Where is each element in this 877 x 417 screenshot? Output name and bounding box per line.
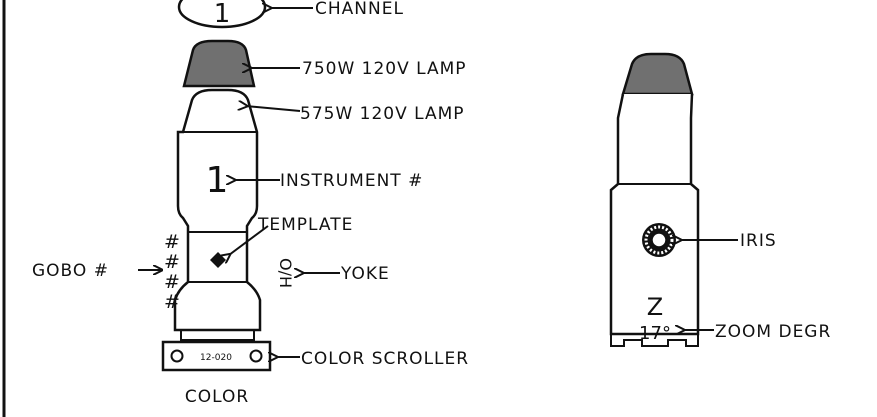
iris-aperture [651,232,667,248]
iris-label: IRIS [740,231,777,251]
channel-label: CHANNEL [315,0,404,19]
gobo-marks: # # # # [164,231,180,313]
gobo-mark: # [164,251,180,273]
lamp-575w-arrow [246,106,301,112]
scroller-bracket [180,330,255,341]
gobo-label: GOBO # [32,261,109,281]
lamp-750w-shape [182,39,256,88]
lamp-575w-label: 575W 120V LAMP [300,104,465,124]
template-arrow [229,225,269,255]
color-scroller: 12-020 [161,340,272,372]
gobo-mark: # [164,231,180,253]
instrument-number: 1 [206,160,229,201]
zoom-degrees: 17° [639,323,671,344]
lamp-750w-label: 750W 120V LAMP [302,59,467,79]
zoom-lens-barrel [610,334,699,347]
zoom-degree-label: ZOOM DEGR [715,322,831,342]
instrument-number-label: INSTRUMENT # [280,171,423,191]
gobo-mark: # [164,271,180,293]
template-label: TEMPLATE [257,215,353,235]
zoom-lamp-cap [621,52,694,96]
gobo-mark: # [164,291,180,313]
zoom-instrument: Z 17° [609,52,700,347]
channel-number: 1 [214,0,231,29]
zoom-instrument-outline [609,93,700,336]
zoom-letter: Z [647,293,663,321]
ellipsoidal-instrument: 1 [173,88,262,341]
yoke-label: YOKE [340,264,390,284]
channel-symbol: 1 [177,0,267,29]
yoke-mark: O/H [276,258,295,288]
instrument-outline [173,88,262,332]
scroller-right-knob [249,349,263,363]
scroller-text: 12-020 [200,353,232,363]
color-label: COLOR [185,387,249,407]
color-scroller-label: COLOR SCROLLER [301,349,469,369]
scroller-left-knob [170,349,184,363]
